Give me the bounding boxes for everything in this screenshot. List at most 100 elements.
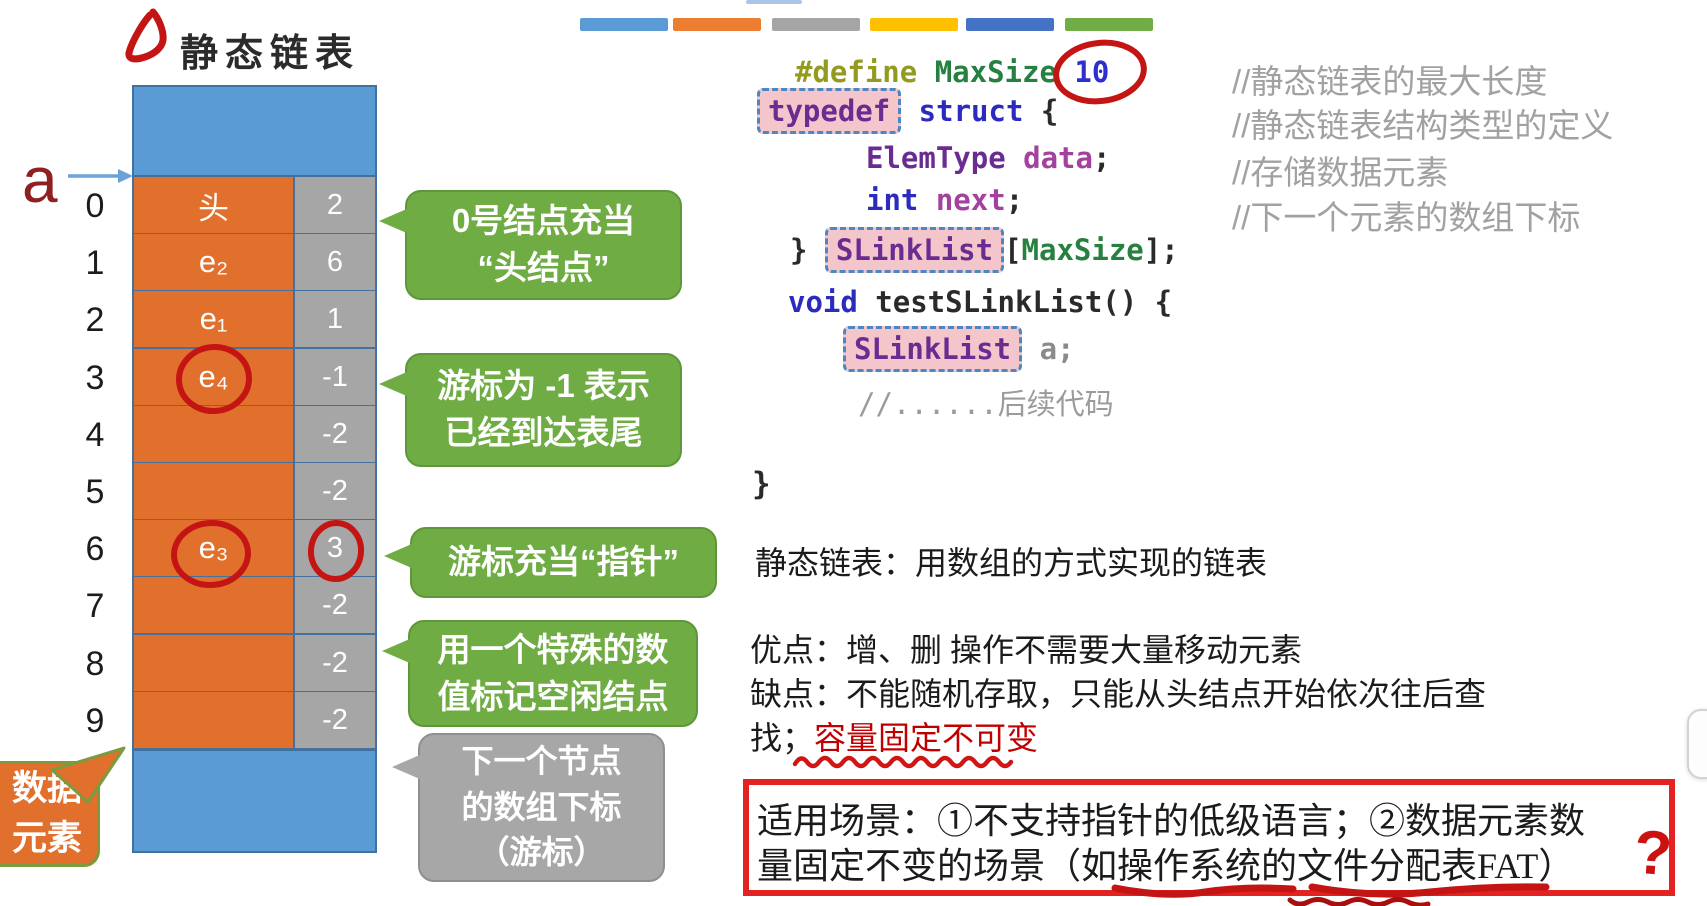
row-index: 2 [85,301,105,339]
note-cons-black: 找； [750,720,815,756]
cursor-cell: -2 [295,635,377,693]
array-row: 5 -2 [86,463,377,521]
code-token: ; [1005,183,1024,217]
code-token: [ [1004,233,1022,267]
row-index: 4 [85,416,105,454]
cursor-cell: -2 [295,577,377,635]
code-token: next [918,183,1006,217]
code-token: #define [795,55,935,89]
code-comment: //下一个元素的数组下标 [1232,199,1581,236]
code-token: } [790,233,825,267]
data-cell [132,463,295,521]
callout-next-index: 下一个节点 的数组下标 （游标） [392,733,665,882]
row-index: 3 [85,359,105,397]
code-comment: //静态链表的最大长度 [1232,63,1548,100]
callout-line: 用一个特殊的数 [437,630,669,668]
code-token: MaxSize [1021,233,1144,267]
cursor-cell: 6 [295,234,377,292]
top-partial-bar [746,0,802,4]
callout-cursor-end: 游标为 -1 表示 已经到达表尾 [379,353,682,467]
legend-bar-blue [580,18,668,31]
array-header-block [132,85,377,177]
array-row: 8 -2 [86,635,377,693]
array-row: 7-2 [86,577,377,635]
data-cell [132,692,295,750]
code-line-decl: SLinkList a; [843,326,1075,372]
data-cell [132,635,295,693]
data-cell [132,577,295,635]
squiggle-underline-icon [792,755,1014,769]
code-token: data [1023,141,1093,175]
note-usecase-line1: 适用场景：①不支持指针的低级语言；②数据元素数 [757,801,1586,841]
row-index: 9 [85,702,105,740]
callout-line: 数据 [11,769,82,809]
code-token: testSLinkList() { [857,285,1173,319]
code-line-closing-brace: } [752,466,771,502]
callout-line: 元素 [11,819,82,858]
code-token-slinklist: SLinkList [824,227,1005,273]
note-pros: 优点：增、删 操作不需要大量移动元素 [750,632,1303,668]
note-usecase-line2: 量固定不变的场景（如操作系统的文件分配表FAT） [757,846,1575,886]
title-doodle-icon [125,8,167,63]
cursor-cell: -2 [295,463,377,521]
data-cell: e₂ [132,234,295,292]
code-line-data: ElemType data; [866,140,1110,176]
code-line-slinklist: } SLinkList[MaxSize]; [790,227,1179,273]
row-index: 1 [85,244,105,282]
code-line-void: void testSLinkList() { [788,284,1172,320]
pointer-arrow-head [118,169,133,183]
callout-line: 已经到达表尾 [444,414,643,451]
callout-line: 0号结点充当 [451,202,636,240]
code-line-comment: //......后续代码 [858,387,1114,421]
callout-line: 游标为 -1 表示 [437,367,650,405]
code-token: ElemType [866,141,1024,175]
page-title: 静态链表 [180,33,361,75]
code-token: { [1023,94,1059,128]
data-cell: e₄ [132,349,295,407]
array-row: 9 -2 [86,692,377,750]
handwritten-question-mark: ? [1631,817,1675,890]
code-token: a; [1022,332,1075,366]
callout-line: （游标） [477,834,606,871]
callout-line: 游标充当“指针” [448,543,679,581]
callout-data-element: 数据 元素 [0,761,100,867]
code-line-typedef: typedef struct { [757,88,1058,134]
code-token-typedef: typedef [757,88,902,134]
note-cons-line1: 缺点：不能随机存取，只能从头结点开始依次往后查 [750,676,1487,712]
callout-head-node: 0号结点充当 “头结点” [379,190,682,300]
legend-bar-darkblue [966,18,1054,31]
code-token-slinklist: SLinkList [843,326,1023,372]
data-cell: e₁ [132,291,295,349]
array-row: 3 e₄-1 [86,349,377,407]
legend-bar-gray [772,18,860,31]
edge-floating-handle[interactable] [1687,709,1707,779]
legend-bar-orange [673,18,761,31]
row-index: 6 [85,530,105,568]
array-footer-block [132,749,377,853]
data-cell: 头 [132,177,295,235]
code-token: int [866,183,919,217]
code-token: ]; [1143,233,1179,267]
bottom-squiggle-icon [1287,897,1431,906]
note-cons-line2: 找；容量固定不可变 [750,713,1038,759]
code-line-next: int next; [866,182,1023,218]
callout-cursor-pointer: 游标充当“指针” [384,527,717,598]
code-token: MaxSize [934,55,1057,89]
note-definition: 静态链表：用数组的方式实现的链表 [755,545,1268,581]
row-index: 8 [85,645,105,683]
cursor-cell: -2 [295,692,377,750]
cursor-cell: 3 [295,520,377,578]
code-token: ; [1092,141,1111,175]
code-token-maxsize-value: 10 [1056,55,1110,89]
callout-line: 的数组下标 [461,788,622,825]
code-token: void [788,285,858,319]
note-cons-red: 容量固定不可变 [814,720,1039,756]
cursor-cell: -1 [295,349,377,407]
cursor-cell: 1 [295,291,377,349]
row-index: 5 [85,473,105,511]
cursor-cell: 2 [295,177,377,235]
